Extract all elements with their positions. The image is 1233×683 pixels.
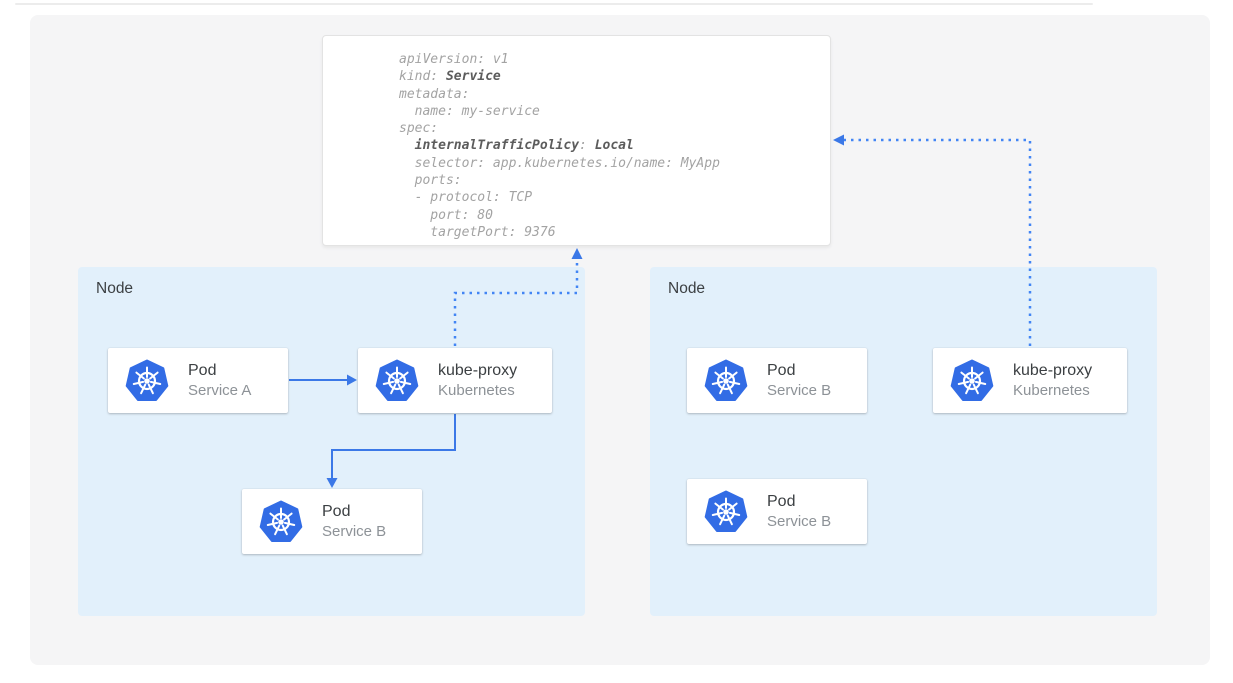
kubernetes-icon xyxy=(704,489,748,532)
kube-proxy-card-left: kube-proxy Kubernetes xyxy=(358,348,552,413)
card-subtitle: Kubernetes xyxy=(1013,382,1090,399)
kubernetes-icon xyxy=(950,358,994,401)
node-box-left: Node xyxy=(78,267,585,616)
yaml-line: metadata: xyxy=(399,86,470,102)
yaml-code: apiVersion: v1 kind: Service metadata: n… xyxy=(399,51,720,241)
node-box-right: Node xyxy=(650,267,1157,616)
node-label: Node xyxy=(96,280,134,297)
kubernetes-icon xyxy=(125,358,169,401)
kube-proxy-card-right: kube-proxy Kubernetes xyxy=(933,348,1127,413)
pod-card-service-b-left: Pod Service B xyxy=(242,489,422,554)
kubernetes-icon xyxy=(375,358,419,401)
yaml-line: apiVersion: v1 xyxy=(399,52,509,67)
pod-card-service-a: Pod Service A xyxy=(108,348,288,413)
yaml-line: targetPort: 9376 xyxy=(399,224,556,240)
yaml-line: spec: xyxy=(399,121,439,137)
node-label: Node xyxy=(668,280,706,297)
card-title: kube-proxy xyxy=(1013,362,1093,379)
top-divider xyxy=(15,3,1093,5)
kubernetes-icon xyxy=(704,358,748,401)
yaml-line: port: 80 xyxy=(399,207,493,223)
service-yaml-card: apiVersion: v1 kind: Service metadata: n… xyxy=(322,35,831,246)
card-title: kube-proxy xyxy=(438,362,518,379)
pod-card-service-b-right-bottom: Pod Service B xyxy=(687,479,867,544)
card-title: Pod xyxy=(322,503,351,520)
yaml-line-internal-traffic-policy: internalTrafficPolicy: Local xyxy=(414,138,634,154)
kubernetes-icon xyxy=(259,499,303,542)
yaml-line: - protocol: TCP xyxy=(399,190,533,206)
card-title: Pod xyxy=(767,362,796,379)
yaml-line: name: my-service xyxy=(399,103,540,119)
yaml-line: kind: Service xyxy=(399,69,501,85)
yaml-line: ports: xyxy=(399,173,462,189)
card-subtitle: Service A xyxy=(188,382,252,399)
card-subtitle: Service B xyxy=(322,523,387,540)
card-subtitle: Service B xyxy=(767,513,832,530)
pod-card-service-b-right-top: Pod Service B xyxy=(687,348,867,413)
card-subtitle: Kubernetes xyxy=(438,382,515,399)
card-subtitle: Service B xyxy=(767,382,832,399)
card-title: Pod xyxy=(188,362,217,379)
yaml-line: selector: app.kubernetes.io/name: MyApp xyxy=(399,155,720,171)
card-title: Pod xyxy=(767,493,796,510)
